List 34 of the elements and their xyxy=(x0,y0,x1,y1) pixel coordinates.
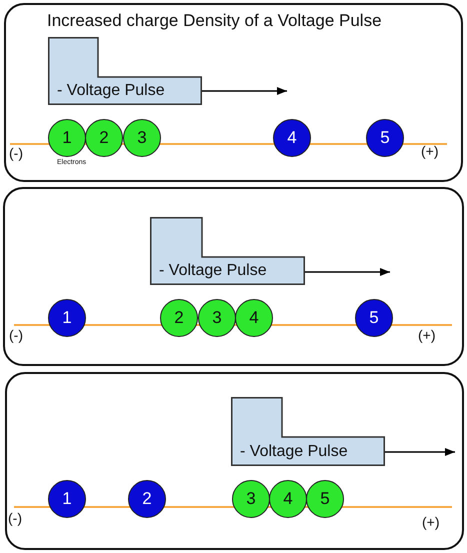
electron-circle: 2 xyxy=(85,119,123,157)
electron-circle: 1 xyxy=(48,299,86,337)
pulse-label: - Voltage Pulse xyxy=(57,82,165,100)
electron-circle: 1 xyxy=(48,119,86,157)
voltage-pulse-box xyxy=(48,37,202,105)
electron-circle: 5 xyxy=(306,480,344,518)
terminal-sign: (+) xyxy=(422,514,440,530)
voltage-pulse-box xyxy=(150,217,305,285)
panel-heading: Increased charge Density of a Voltage Pulse xyxy=(47,11,382,31)
electron-circle: 4 xyxy=(269,480,307,518)
electron-circle: 3 xyxy=(198,299,236,337)
electron-circle: 1 xyxy=(48,480,86,518)
electron-circle: 5 xyxy=(355,299,393,337)
electron-circle: 5 xyxy=(366,119,404,157)
electron-circle: 4 xyxy=(273,119,311,157)
terminal-sign: (-) xyxy=(8,510,22,526)
electron-circle: 4 xyxy=(235,299,273,337)
terminal-sign: (-) xyxy=(9,145,23,161)
electron-circle: 2 xyxy=(128,480,166,518)
arrow xyxy=(202,87,287,95)
terminal-sign: (-) xyxy=(9,327,23,343)
panel-frame xyxy=(5,372,464,550)
terminal-sign: (+) xyxy=(421,143,438,159)
arrow xyxy=(305,268,390,276)
pulse-label: - Voltage Pulse xyxy=(159,262,267,280)
voltage-pulse-box xyxy=(231,397,385,466)
electron-circle: 2 xyxy=(160,299,198,337)
pulse-label: - Voltage Pulse xyxy=(240,443,348,461)
terminal-sign: (+) xyxy=(418,327,436,343)
panel-frame xyxy=(3,187,464,366)
arrow xyxy=(385,448,455,456)
panel-frame xyxy=(4,3,463,182)
electron-circle: 3 xyxy=(123,119,161,157)
electron-circle: 3 xyxy=(232,480,270,518)
